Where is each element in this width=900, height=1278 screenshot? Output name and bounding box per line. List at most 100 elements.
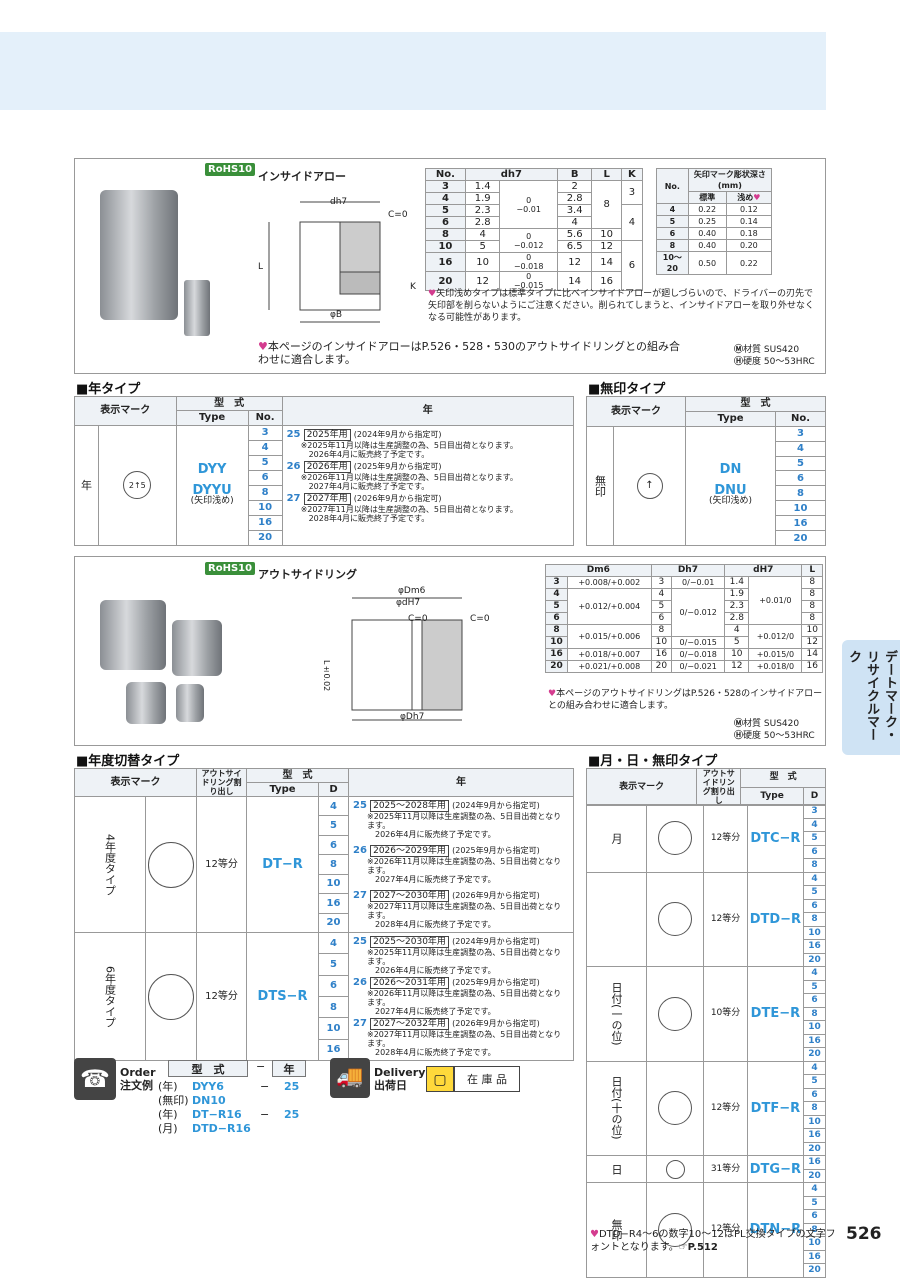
year-label: 2026年用 [303, 460, 351, 473]
mark-l: 2 [128, 480, 134, 490]
tol: 0 −0.012 [513, 231, 544, 250]
table-cell: 0/−0.01 [671, 576, 726, 589]
year-spec: (2026年9月から指定可) [353, 493, 442, 503]
col-mark: 表示マーク [74, 768, 197, 797]
type-cell: DTD−R [746, 871, 805, 967]
table-cell: 0/−0.021 [671, 660, 726, 673]
table-cell: 0 −0.01 [499, 180, 558, 229]
col-type: 型 式 [175, 395, 283, 412]
no-cell: 5 [247, 454, 283, 471]
col-std: 標準 [687, 191, 727, 204]
d-cell: 4 [803, 1182, 826, 1197]
table-cell: 8 [650, 624, 673, 637]
table-cell: 8 [545, 624, 568, 637]
table-cell: +0.021/+0.008 [566, 660, 652, 673]
type-dyy: DYY [197, 461, 227, 477]
order-kind: (月) [158, 1122, 178, 1135]
table-cell: +0.012/+0.004 [566, 588, 652, 625]
table-cell: 0.25 [687, 215, 727, 228]
table-cell: 4 [545, 588, 568, 601]
side-tab[interactable]: デートマーク・リサイクルマーク [842, 640, 900, 755]
year-spec: (2025年9月から指定可) [353, 461, 442, 471]
d-cell: 4 [803, 966, 826, 981]
table-cell: +0.015/+0.006 [566, 624, 652, 649]
label-dh7: dh7 [330, 197, 348, 207]
mark-cell [145, 932, 197, 1061]
d-cell: 20 [803, 1141, 826, 1156]
year-note-b: 2026年4月に販売終了予定です。 [375, 966, 496, 975]
table-cell: 0 −0.012 [499, 228, 558, 253]
material-label: 材質 [743, 345, 762, 355]
mark-cell [645, 1060, 705, 1156]
table-cell: 8 [591, 180, 622, 229]
arrow-dial-icon: ↑ [636, 472, 663, 499]
truck-icon: 🚚 [330, 1058, 370, 1098]
no-cell: 6 [775, 470, 826, 487]
table-cell: 0 −0.018 [499, 252, 558, 272]
table-cell: 3.4 [556, 204, 593, 217]
type-dn: DN [719, 462, 742, 478]
table-cell: 2.8 [464, 216, 501, 229]
order-row: (月)DTD−R16 [158, 1122, 308, 1136]
section-title: インサイドアロー [258, 170, 346, 183]
ring-div: 12等分 [703, 871, 748, 967]
d-cell: 5 [803, 1195, 826, 1210]
table-cell: 14 [801, 648, 823, 661]
ring-note: ♥本ページのアウトサイドリングはP.526・528のインサイドアローとの組み合わ… [548, 688, 824, 712]
product-photo-ring3 [126, 682, 166, 724]
table-cell: 8 [425, 228, 466, 241]
d-cell: 5 [803, 831, 826, 846]
table-cell: 4 [556, 216, 593, 229]
label-L: L±0.02 [322, 660, 331, 692]
table-cell: 8 [656, 239, 689, 252]
table-cell: 5 [650, 600, 673, 613]
ring-title: アウトサイドリング [258, 568, 357, 581]
col-type: 型 式 [246, 768, 349, 783]
col-K: K [620, 168, 644, 181]
col-type2: Type [740, 786, 804, 806]
col-no: No. [247, 410, 283, 426]
table-cell: 12 [591, 240, 622, 253]
mark-cell [645, 966, 705, 1062]
note-text: 本ページのアウトサイドリングはP.526・528のインサイドアローとの組み合わせ… [548, 689, 823, 711]
label-Dm6: φDm6 [398, 586, 426, 596]
year-no: 27 [353, 1018, 367, 1029]
label-c0: C=0 [388, 210, 408, 220]
year-cell: 25 2025〜2028年用 (2024年9月から指定可)※2025年11月以降… [348, 796, 574, 933]
year-note-b: 2026年4月に販売終了予定です。 [375, 830, 496, 839]
table-cell: 10 [425, 240, 466, 253]
order-kind: (無印) [158, 1094, 189, 1107]
table-cell: 10 [650, 636, 673, 649]
col-d: D [803, 786, 826, 806]
d-cell: 10 [803, 1236, 826, 1251]
year-note-b: 2027年4月に販売終了予定です。 [375, 875, 496, 884]
ref-page[interactable]: P.512 [687, 1242, 718, 1253]
ring-div: 12等分 [196, 932, 247, 1061]
order-dash: − [260, 1108, 270, 1121]
col-type: 型 式 [685, 396, 826, 412]
tip-icon: ♥ [428, 289, 437, 299]
table-cell: 0.40 [687, 227, 727, 240]
date-dial-icon [658, 821, 693, 856]
year-label: 2027〜2030年用 [370, 890, 449, 902]
table-cell: 0.18 [725, 227, 773, 240]
d-cell: 4 [318, 931, 349, 955]
note-text: 本ページのインサイドアローはP.526・528・530のアウトサイドリングとの組… [258, 340, 680, 366]
year-no: 25 [286, 428, 301, 440]
table-cell: 16 [545, 648, 568, 661]
table-cell: 0.22 [687, 203, 727, 216]
delivery-en: Delivery [374, 1066, 426, 1079]
no-cell: 4 [247, 439, 283, 456]
ring-div: 12等分 [703, 1060, 748, 1156]
no-cell: 8 [247, 484, 283, 501]
rohs-badge: RoHS10 [205, 562, 256, 575]
table-cell: 8 [801, 612, 823, 625]
table-row: 5 [587, 1074, 826, 1089]
table-cell: +0.01/0 [748, 576, 803, 625]
col-mark: 表示マーク [585, 768, 698, 806]
table-cell: 5.6 [556, 228, 593, 241]
table-row: 5 [587, 1195, 826, 1210]
year-note-b: 2028年4月に販売終了予定です。 [375, 1048, 496, 1057]
